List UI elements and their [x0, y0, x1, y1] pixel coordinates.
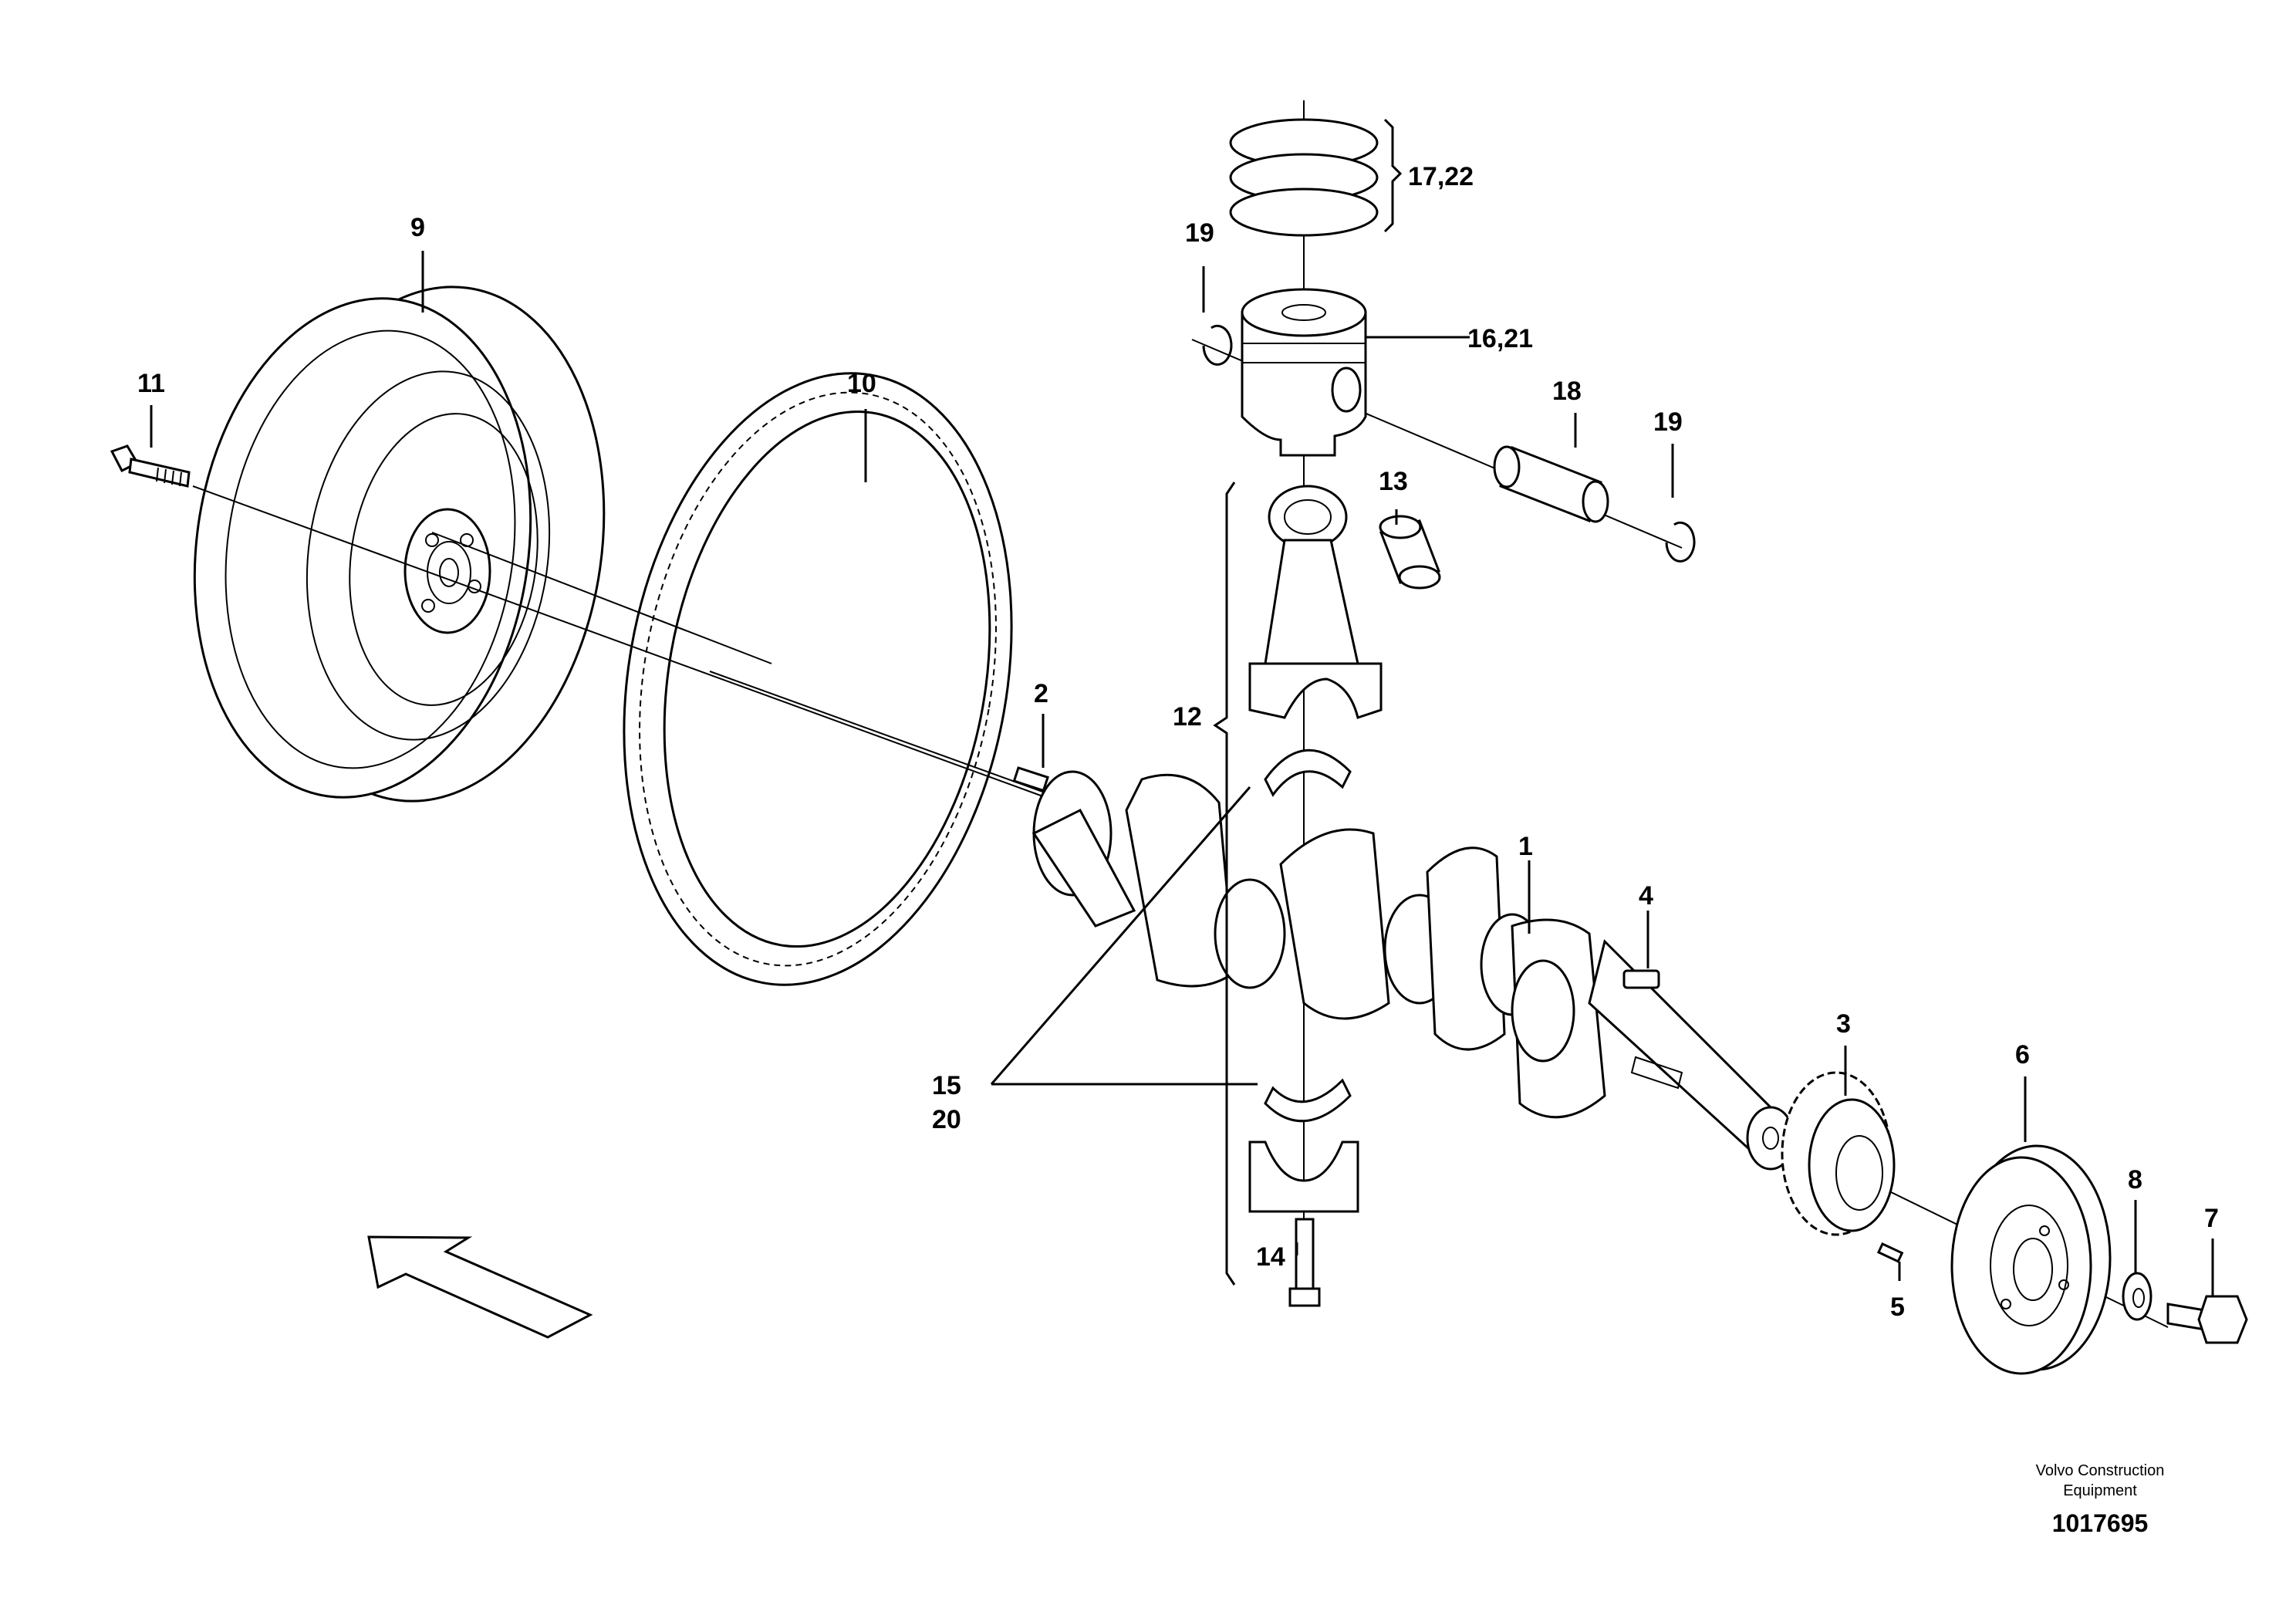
leader-lines — [150, 251, 2214, 1296]
label-5: 5 — [1890, 1293, 1905, 1322]
ring-gear-part — [623, 372, 1013, 986]
label-1: 1 — [1518, 832, 1533, 861]
bearing-shell-upper-part — [1264, 748, 1352, 797]
brand-line-1: Volvo Construction — [2036, 1462, 2165, 1479]
piston-rings-part — [1229, 118, 1379, 237]
label-15: 15 — [932, 1071, 961, 1100]
bracket-17-22 — [1383, 118, 1403, 233]
bushing-part — [1379, 515, 1441, 590]
dowel-pin-part — [1012, 766, 1049, 792]
label-19-right: 19 — [1653, 407, 1683, 437]
label-19-left: 19 — [1185, 218, 1214, 248]
rod-cap-part — [1248, 1140, 1359, 1213]
key-part — [1622, 969, 1660, 989]
label-17-22: 17,22 — [1408, 162, 1474, 191]
brand-line-2: Equipment — [2063, 1482, 2137, 1499]
connecting-rod-part — [1248, 485, 1383, 719]
drawing-number: 1017695 — [2052, 1509, 2149, 1537]
circlip-right-part — [1665, 521, 1696, 563]
label-20: 20 — [932, 1105, 961, 1134]
gear-key-part — [1876, 1242, 1904, 1263]
label-10: 10 — [847, 369, 876, 398]
piston-part — [1241, 288, 1367, 457]
label-13: 13 — [1379, 467, 1408, 496]
label-6: 6 — [2015, 1040, 2030, 1070]
label-3: 3 — [1836, 1009, 1851, 1039]
label-2: 2 — [1034, 679, 1048, 708]
label-14: 14 — [1256, 1242, 1285, 1272]
label-7: 7 — [2204, 1204, 2219, 1233]
pulley-bolt-part — [2166, 1295, 2248, 1344]
label-11: 11 — [137, 369, 165, 398]
rod-bolt-part — [1288, 1218, 1321, 1307]
label-16-21: 16,21 — [1467, 324, 1533, 353]
label-8: 8 — [2128, 1165, 2142, 1195]
piston-pin-part — [1493, 445, 1609, 523]
bearing-shell-lower-part — [1264, 1078, 1352, 1123]
label-4: 4 — [1639, 881, 1653, 911]
label-12: 12 — [1173, 702, 1202, 732]
label-9: 9 — [410, 213, 425, 242]
bracket-12 — [1213, 482, 1236, 1286]
circlip-left-part — [1202, 324, 1233, 366]
crankshaft-part — [1032, 770, 1795, 1171]
flywheel-part — [193, 286, 606, 803]
label-18: 18 — [1552, 377, 1582, 406]
pulley-part — [1950, 1144, 2112, 1375]
direction-arrow — [367, 1235, 593, 1339]
crank-gear-part — [1781, 1071, 1896, 1236]
flywheel-bolt-part — [110, 444, 191, 488]
washer-part — [2122, 1272, 2152, 1321]
